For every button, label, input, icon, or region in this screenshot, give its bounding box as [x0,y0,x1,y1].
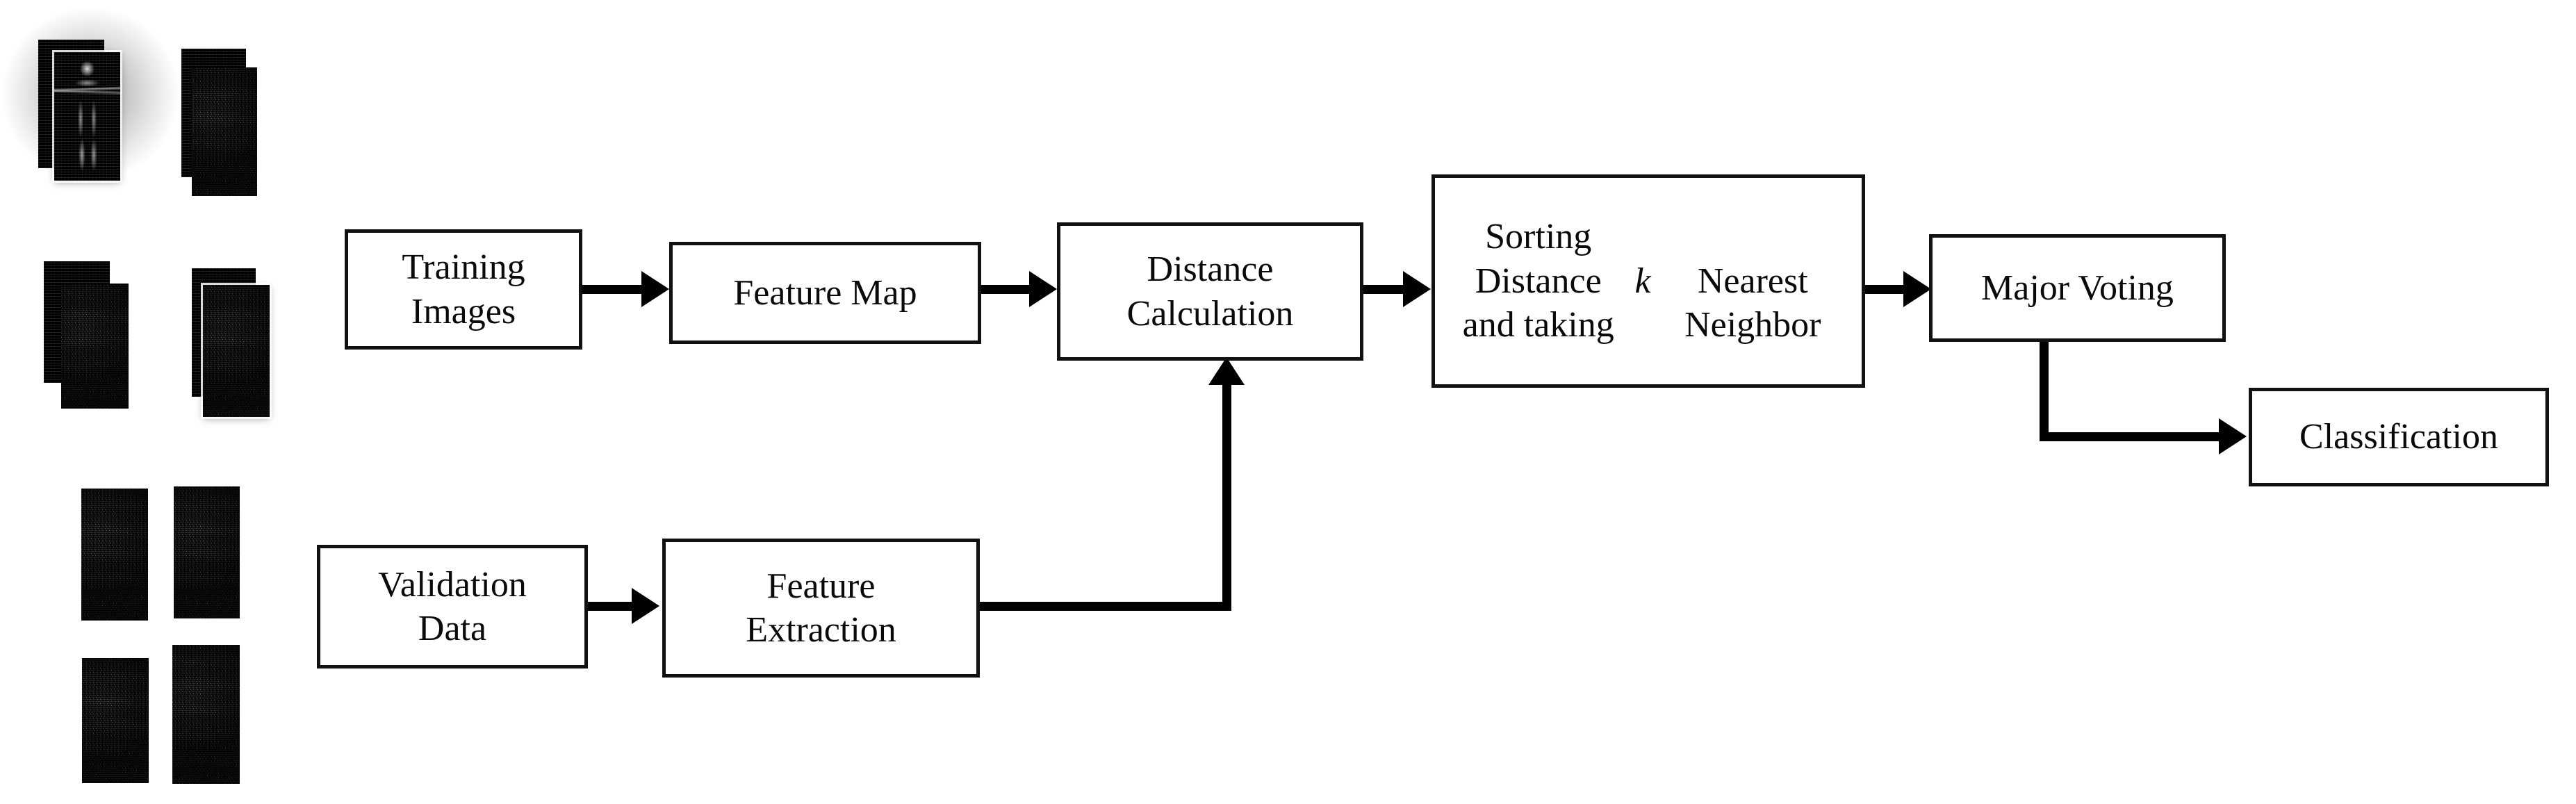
edge-validation-to-feature-extraction-arrowhead [632,588,659,624]
edge-training-to-feature-map-arrowhead [641,271,669,307]
edge-distance-to-sorting-arrowhead [1403,271,1431,307]
edge-feature-extraction-to-distance-vertical [1222,382,1231,611]
edge-feature-map-to-distance-arrowhead [1029,271,1057,307]
edge-sorting-to-major-voting [1865,285,1905,294]
thumbnail-7 [82,658,149,783]
thumbnail-5 [81,489,148,621]
node-feature-map[interactable]: Feature Map [669,242,981,344]
node-validation-data[interactable]: Validation Data [317,545,588,668]
node-training-images[interactable]: Training Images [345,229,582,350]
edge-feature-map-to-distance [981,285,1031,294]
edge-major-voting-to-classification-horizontal [2040,432,2221,441]
thumbnail-4-front [203,285,270,417]
node-feature-extraction[interactable]: Feature Extraction [662,539,980,678]
edge-training-to-feature-map [582,285,643,294]
thumbnail-3-front [61,284,129,409]
edge-major-voting-to-classification-arrowhead [2219,418,2247,454]
italic-k-symbol: k [1634,261,1651,301]
node-classification[interactable]: Classification [2249,388,2549,486]
edge-major-voting-to-classification-vertical [2040,338,2049,441]
training-image-thumbnails [0,0,327,804]
thumbnail-1-front [54,52,120,181]
edge-feature-extraction-to-distance-horizontal [980,602,1231,611]
edge-validation-to-feature-extraction [588,602,634,611]
thumbnail-8 [172,645,240,784]
node-major-voting[interactable]: Major Voting [1929,234,2226,342]
thumbnail-6 [174,486,240,618]
node-distance-calculation[interactable]: Distance Calculation [1057,222,1363,361]
edge-sorting-to-major-voting-arrowhead [1903,271,1931,307]
edge-distance-to-sorting [1363,285,1405,294]
edge-feature-extraction-to-distance-arrowhead [1208,357,1245,385]
thumbnail-2-front [192,67,257,196]
